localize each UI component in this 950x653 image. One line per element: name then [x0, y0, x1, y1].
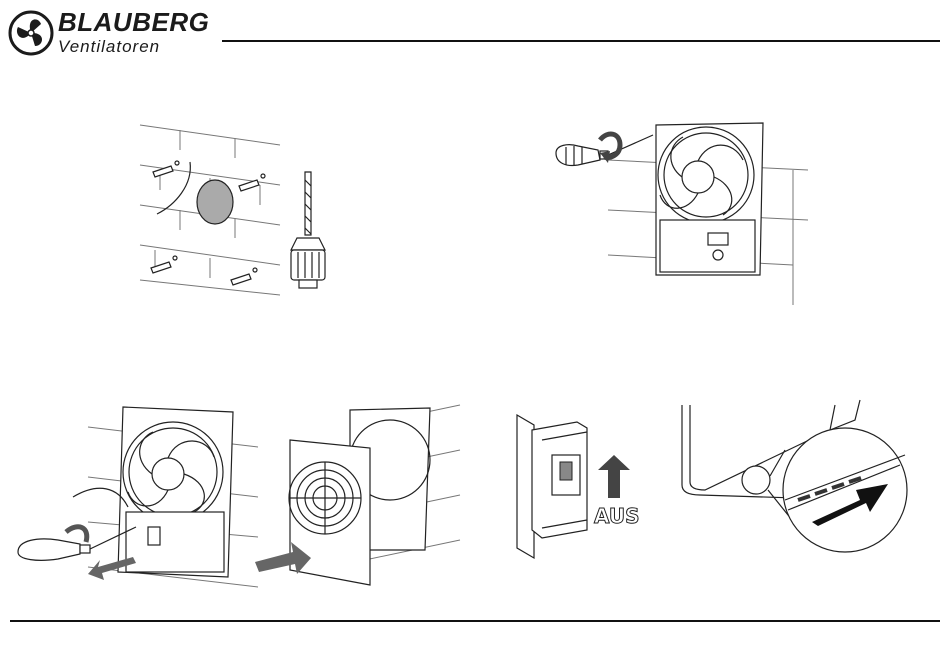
fan-housing — [656, 123, 763, 275]
detail-marker — [742, 466, 770, 494]
fan-icon — [152, 458, 184, 490]
header-rule — [222, 40, 940, 42]
wall-hole — [197, 180, 233, 224]
step-2-illustration — [548, 115, 813, 305]
blauberg-logo-icon — [8, 10, 54, 56]
drill-bit-icon — [291, 172, 325, 288]
switch-off-label: AUS — [594, 504, 640, 528]
step-4b-illustration — [670, 400, 940, 550]
footer-rule — [10, 620, 940, 622]
panel-grille — [289, 462, 361, 534]
step-3a-illustration — [18, 402, 268, 602]
circuit-breaker-icon — [532, 422, 587, 538]
fan-icon — [682, 161, 714, 193]
brand-name: BLAUBERG — [58, 8, 209, 36]
brand-subtitle: Ventilatoren — [58, 37, 160, 57]
up-arrow-icon — [598, 455, 630, 498]
step-1-illustration — [135, 110, 350, 300]
step-3b-illustration — [255, 400, 465, 590]
magnifier-detail — [783, 428, 907, 552]
step-4a-illustration: AUS — [512, 410, 662, 560]
